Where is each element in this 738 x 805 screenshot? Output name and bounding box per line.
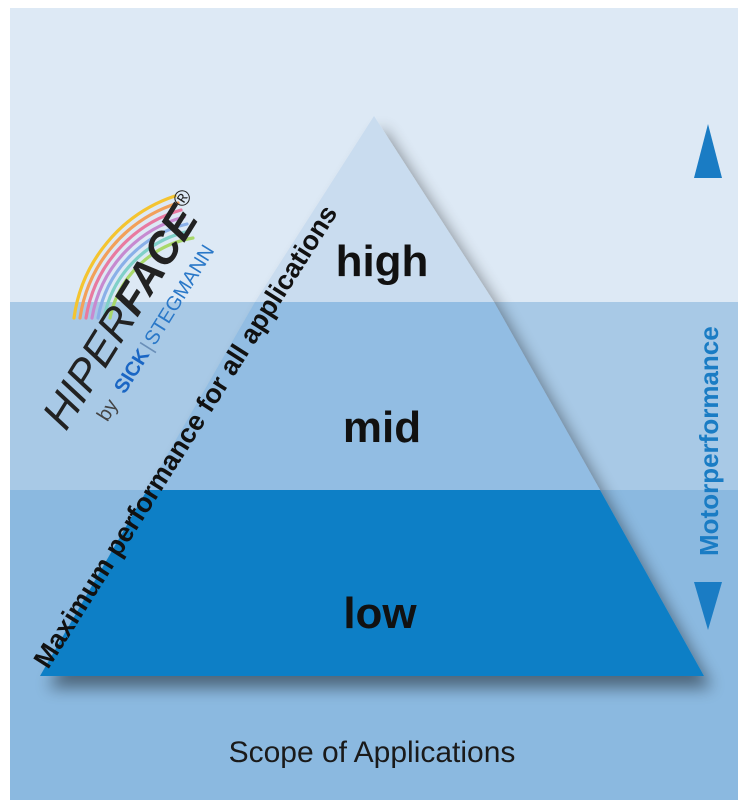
bottom-label: Scope of Applications xyxy=(229,736,516,769)
rainbow-arcs-icon xyxy=(72,194,195,320)
tier-label-mid: mid xyxy=(343,403,421,452)
axis-label: Motorperformance xyxy=(694,326,724,556)
pyramid xyxy=(40,116,704,676)
pyramid-tier-mid xyxy=(147,302,600,490)
pyramid-tier-high xyxy=(255,116,494,302)
pyramid-tier-low xyxy=(40,490,704,676)
arrow-up-icon xyxy=(694,124,722,178)
tier-label-high: high xyxy=(336,237,429,286)
arrow-down-icon xyxy=(694,582,722,630)
tier-label-low: low xyxy=(343,589,417,638)
motorperformance-axis: Motorperformance xyxy=(694,124,724,630)
